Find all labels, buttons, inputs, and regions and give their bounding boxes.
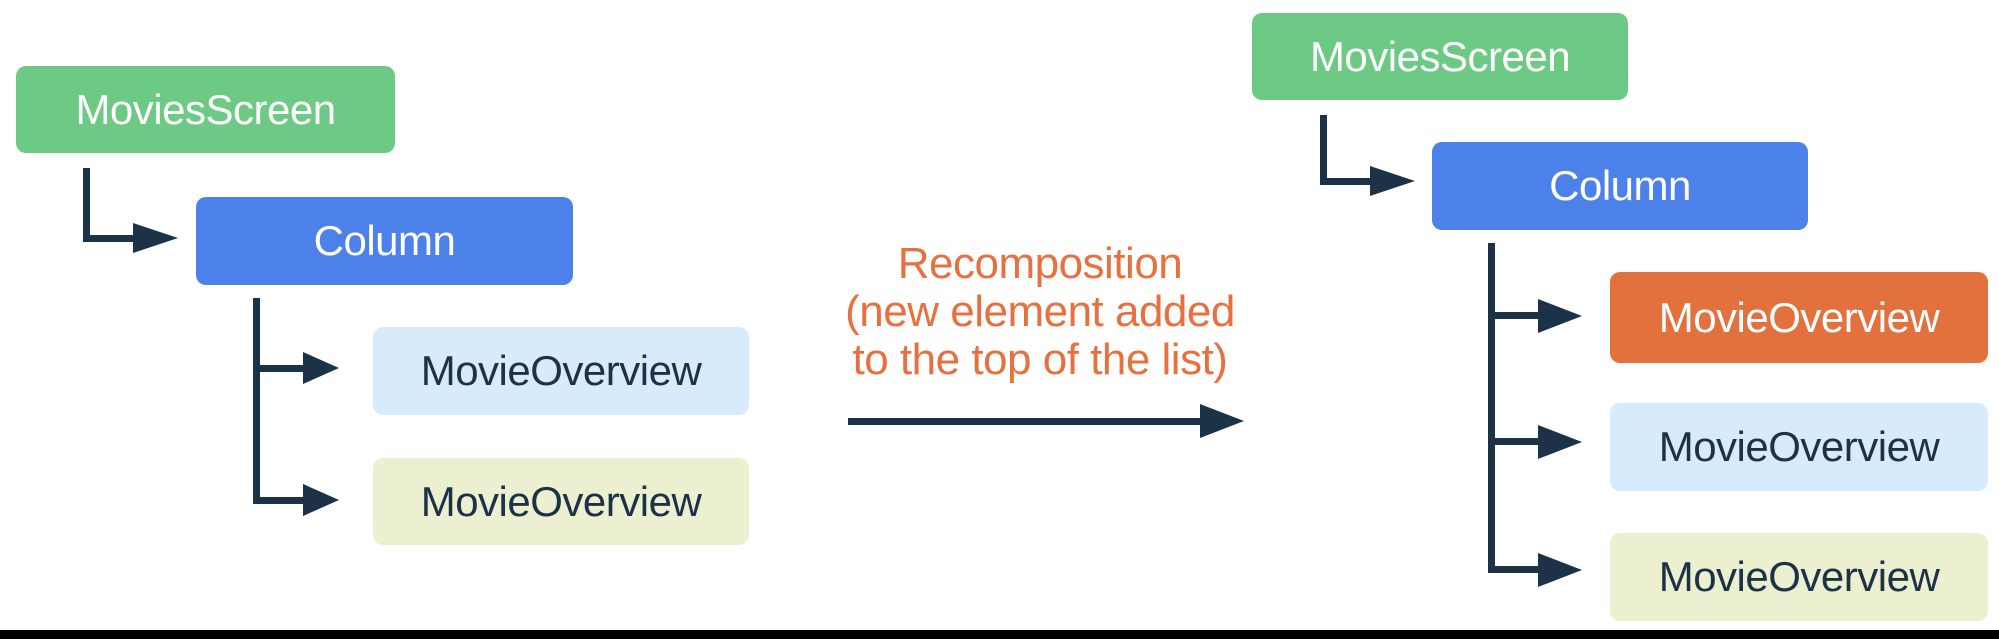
right-tree-movieoverview-node-new: MovieOverview — [1610, 272, 1988, 363]
arrowhead-icon — [133, 223, 178, 253]
right-tree-movieoverview-node-3: MovieOverview — [1610, 533, 1988, 621]
left-tree-movieoverview-node-1: MovieOverview — [373, 327, 749, 415]
right-connector-root-horizontal-line — [1320, 178, 1370, 185]
arrowhead-icon — [1370, 166, 1415, 196]
right-connector-child3-line — [1488, 566, 1538, 573]
right-tree-column-node: Column — [1432, 142, 1808, 230]
left-connector-child1-line — [253, 365, 303, 372]
arrowhead-icon — [1538, 425, 1582, 459]
arrowhead-icon — [1200, 404, 1244, 438]
right-connector-root-vertical-line — [1320, 115, 1327, 185]
arrowhead-icon — [303, 352, 339, 384]
left-connector-root-horizontal-line — [83, 235, 135, 242]
left-tree-column-node: Column — [196, 197, 573, 285]
arrowhead-icon — [1538, 299, 1582, 333]
right-tree-moviesscreen-node: MoviesScreen — [1252, 13, 1628, 100]
left-tree-moviesscreen-node: MoviesScreen — [16, 66, 395, 153]
caption-line-3: to the top of the list) — [852, 335, 1228, 384]
right-connector-children-vertical-line — [1488, 243, 1495, 573]
right-connector-child1-line — [1488, 312, 1538, 319]
recomposition-caption: Recomposition (new element added to the … — [820, 240, 1260, 384]
caption-line-1: Recomposition — [897, 239, 1183, 288]
caption-line-2: (new element added — [845, 287, 1235, 336]
right-connector-child2-line — [1488, 438, 1538, 445]
left-connector-children-vertical-line — [253, 298, 260, 504]
arrowhead-icon — [303, 484, 339, 516]
left-connector-child2-line — [253, 497, 303, 504]
left-tree-movieoverview-node-2: MovieOverview — [373, 458, 749, 545]
bottom-divider — [0, 630, 1999, 639]
left-connector-root-vertical-line — [83, 168, 90, 242]
arrowhead-icon — [1538, 553, 1582, 587]
recomposition-arrow-line — [848, 418, 1200, 425]
right-tree-movieoverview-node-2: MovieOverview — [1610, 403, 1988, 491]
